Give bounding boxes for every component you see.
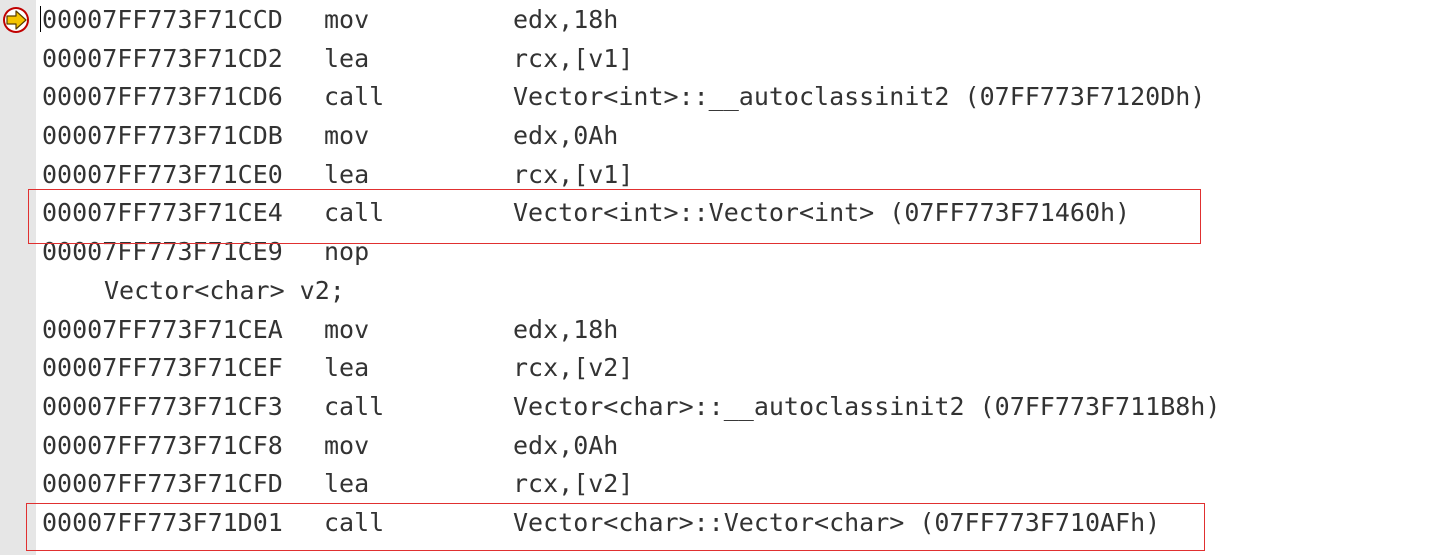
disasm-line[interactable]: 00007FF773F71CFD lea rcx,[v2]: [42, 465, 633, 503]
instruction-address: 00007FF773F71CD2: [42, 44, 283, 73]
instruction-mnemonic: call: [324, 82, 385, 111]
instruction-mnemonic: nop: [324, 237, 370, 266]
disasm-line[interactable]: 00007FF773F71CE0 lea rcx,[v1]: [42, 156, 633, 194]
instruction-mnemonic: lea: [324, 469, 370, 498]
instruction-operands: Vector<char>::__autoclassinit2 (07FF773F…: [513, 392, 1221, 421]
instruction-address: 00007FF773F71CF3: [42, 392, 283, 421]
instruction-operands: rcx,[v2]: [513, 469, 634, 498]
instruction-address: 00007FF773F71CFD: [42, 469, 283, 498]
disasm-line[interactable]: 00007FF773F71CF8 mov edx,0Ah: [42, 427, 618, 465]
disasm-line[interactable]: 00007FF773F71CCD mov edx,18h: [42, 1, 618, 39]
instruction-address: 00007FF773F71CD6: [42, 82, 283, 111]
breakpoint-gutter[interactable]: [0, 0, 36, 555]
source-code-text: Vector<char> v2;: [104, 276, 345, 305]
disasm-line[interactable]: 00007FF773F71D01 call Vector<char>::Vect…: [42, 504, 1160, 542]
highlight-box-vector-int-ctor: [28, 189, 1201, 244]
instruction-operands: Vector<int>::__autoclassinit2 (07FF773F7…: [513, 82, 1206, 111]
instruction-address: 00007FF773F71CDB: [42, 121, 283, 150]
instruction-mnemonic: mov: [324, 315, 370, 344]
instruction-address: 00007FF773F71CEA: [42, 315, 283, 344]
instruction-mnemonic: lea: [324, 44, 370, 73]
text-caret: [40, 6, 41, 32]
instruction-mnemonic: call: [324, 198, 385, 227]
instruction-mnemonic: mov: [324, 5, 370, 34]
disasm-line[interactable]: 00007FF773F71CEA mov edx,18h: [42, 311, 618, 349]
disasm-line[interactable]: 00007FF773F71CE4 call Vector<int>::Vecto…: [42, 194, 1130, 232]
instruction-address: 00007FF773F71CEF: [42, 353, 283, 382]
disasm-line[interactable]: 00007FF773F71CEF lea rcx,[v2]: [42, 349, 633, 387]
instruction-address: 00007FF773F71CE4: [42, 198, 283, 227]
instruction-operands: rcx,[v1]: [513, 160, 634, 189]
instruction-operands: rcx,[v2]: [513, 353, 634, 382]
instruction-mnemonic: call: [324, 508, 385, 537]
disasm-line[interactable]: 00007FF773F71CD2 lea rcx,[v1]: [42, 40, 633, 78]
instruction-operands: edx,0Ah: [513, 431, 619, 460]
current-instruction-arrow-icon: [3, 7, 29, 33]
instruction-operands: edx,0Ah: [513, 121, 619, 150]
instruction-mnemonic: lea: [324, 160, 370, 189]
instruction-address: 00007FF773F71D01: [42, 508, 283, 537]
instruction-mnemonic: mov: [324, 121, 370, 150]
disasm-line[interactable]: 00007FF773F71CDB mov edx,0Ah: [42, 117, 618, 155]
instruction-mnemonic: call: [324, 392, 385, 421]
instruction-operands: Vector<int>::Vector<int> (07FF773F71460h…: [513, 198, 1131, 227]
disasm-line[interactable]: 00007FF773F71CE9 nop: [42, 233, 369, 271]
instruction-operands: Vector<char>::Vector<char> (07FF773F710A…: [513, 508, 1161, 537]
disasm-line[interactable]: 00007FF773F71CD6 call Vector<int>::__aut…: [42, 78, 1205, 116]
highlight-box-vector-char-ctor: [26, 503, 1205, 551]
instruction-address: 00007FF773F71CCD: [42, 5, 283, 34]
instruction-mnemonic: mov: [324, 431, 370, 460]
instruction-operands: edx,18h: [513, 5, 619, 34]
instruction-address: 00007FF773F71CF8: [42, 431, 283, 460]
instruction-address: 00007FF773F71CE9: [42, 237, 283, 266]
disasm-line[interactable]: 00007FF773F71CF3 call Vector<char>::__au…: [42, 388, 1220, 426]
instruction-mnemonic: lea: [324, 353, 370, 382]
instruction-address: 00007FF773F71CE0: [42, 160, 283, 189]
instruction-operands: rcx,[v1]: [513, 44, 634, 73]
disassembly-view[interactable]: 00007FF773F71CCD mov edx,18h 00007FF773F…: [42, 0, 1422, 555]
source-line[interactable]: Vector<char> v2;: [42, 272, 345, 310]
instruction-operands: edx,18h: [513, 315, 619, 344]
